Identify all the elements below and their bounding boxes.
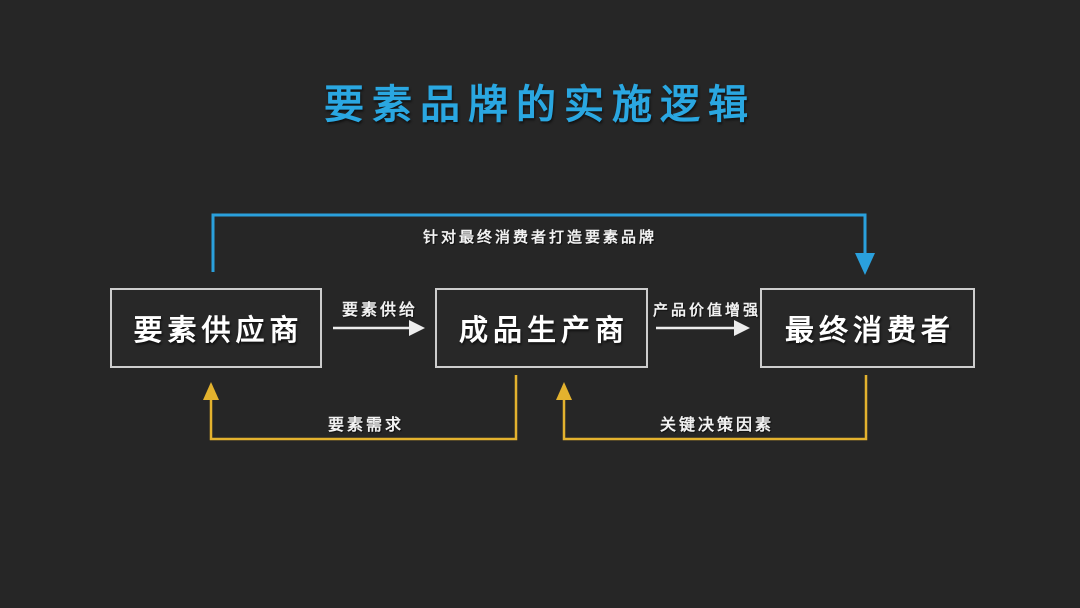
value-edge-arrowhead-right	[734, 320, 750, 336]
edge-label-decision: 关键决策因素	[659, 415, 775, 434]
branding-edge-line	[211, 213, 867, 272]
node-producer: 成品生产商	[435, 288, 648, 368]
demand-edge-line	[209, 375, 518, 441]
node-supplier: 要素供应商	[110, 288, 322, 368]
edge-label-branding: 针对最终消费者打造要素品牌	[422, 228, 658, 246]
edge-label-value: 产品价值增强	[652, 301, 762, 319]
supply-edge-arrowhead-right	[409, 320, 425, 336]
node-supplier-label: 要素供应商	[133, 313, 304, 347]
demand-edge-arrowhead-up	[203, 382, 219, 400]
decision-edge-arrowhead-up	[556, 382, 572, 400]
edge-label-supply: 要素供给	[341, 300, 419, 319]
node-consumer-label: 最终消费者	[784, 313, 955, 347]
edge-label-demand: 要素需求	[327, 415, 405, 434]
page-title: 要素品牌的实施逻辑	[324, 82, 756, 128]
decision-edge-line	[562, 375, 868, 441]
node-producer-label: 成品生产商	[458, 313, 629, 347]
branding-edge-arrowhead-down	[855, 253, 875, 275]
node-consumer: 最终消费者	[760, 288, 975, 368]
